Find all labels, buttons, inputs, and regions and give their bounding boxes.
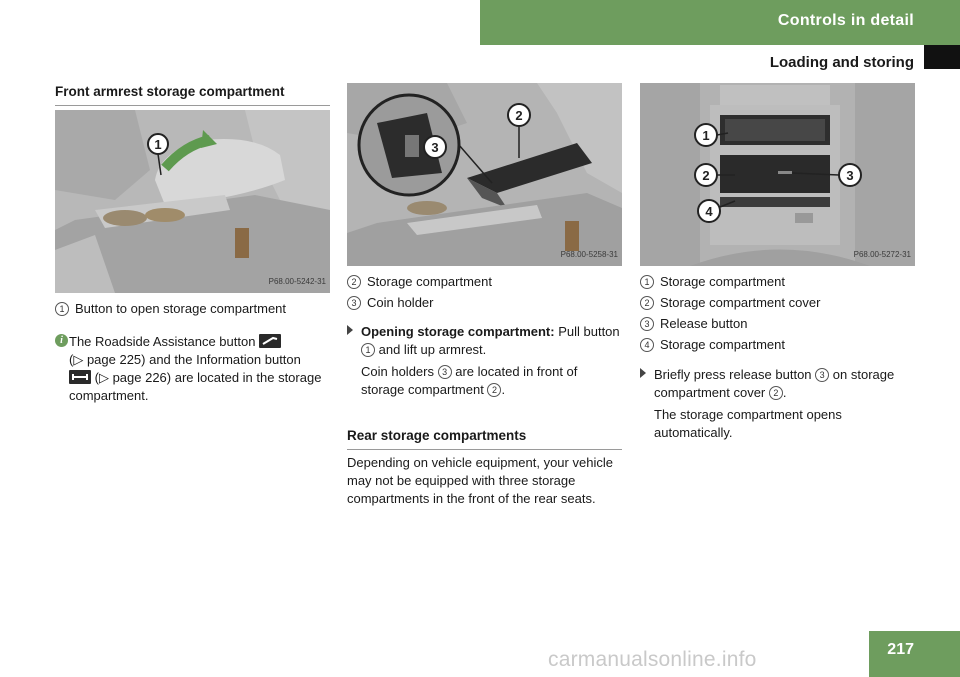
figure3-callout-2: 2: [702, 168, 709, 183]
step-text: and lift up armrest.: [378, 342, 487, 357]
callout-number: 2: [640, 296, 654, 310]
opening-step: Opening storage compartment: Pull button…: [347, 323, 622, 403]
callout-number: 3: [437, 365, 452, 379]
info-icon: i: [55, 334, 68, 347]
figure2-callout-3: 3: [431, 140, 438, 155]
step-note: Coin holders: [361, 364, 434, 379]
legend-item: 2 Storage compartment: [347, 273, 622, 294]
front-armrest-figure: 1 P68.00-5242-31: [55, 110, 330, 293]
storage-compartment-illustration: 2 3: [347, 83, 622, 266]
legend-label: Storage compartment: [660, 337, 786, 352]
legend-label: Coin holder: [367, 295, 434, 310]
figure-code: P68.00-5272-31: [853, 250, 911, 259]
callout-number: 2: [768, 386, 783, 400]
information-button-icon: [69, 370, 91, 384]
callout-number: 1: [640, 275, 654, 289]
legend-label: Storage compartment cover: [660, 295, 821, 310]
page-number-box: [869, 631, 960, 677]
step-text: Briefly press release button: [654, 367, 812, 382]
legend-item: 2 Storage compartment cover: [640, 294, 915, 315]
step-note: are located in front of storage compartm…: [361, 364, 578, 397]
roadside-assistance-button-icon: [259, 334, 282, 348]
callout-number: 1: [55, 302, 69, 316]
page-number: 217: [887, 641, 914, 658]
figure-code: P68.00-5258-31: [560, 250, 618, 259]
legend-label: Release button: [660, 316, 748, 331]
callout-number: 1: [361, 343, 375, 357]
callout-number: 3: [640, 317, 654, 331]
step-note: .: [501, 382, 506, 397]
figure3-callout-3: 3: [846, 168, 853, 183]
callout-number: 4: [640, 338, 654, 352]
legend-label: Storage compartment: [367, 274, 493, 289]
figure3-callout-4: 4: [705, 204, 713, 219]
callout-number: 3: [347, 296, 361, 310]
step-text: on storage compartment cover: [654, 367, 895, 400]
step-arrow-icon: [640, 368, 646, 378]
legend-item: 1 Storage compartment: [640, 273, 915, 294]
info-text-1: The Roadside Assistance button: [69, 334, 256, 349]
rear-storage-figure: 1 2 3 4 P68.00-5272-31: [640, 83, 915, 266]
chapter-tab: [924, 45, 960, 69]
info-note: i The Roadside Assistance button (▷ page…: [55, 333, 330, 405]
step-title: Opening storage compartment:: [361, 324, 555, 339]
legend-label: Storage compartment: [660, 274, 786, 289]
rear-storage-paragraph: Depending on vehicle equipment, your veh…: [347, 455, 613, 506]
figure2-callout-2: 2: [515, 108, 522, 123]
callout-number: 2: [347, 275, 361, 289]
front-armrest-illustration: 1: [55, 110, 330, 293]
header-band: [480, 0, 960, 45]
section-title: Controls in detail: [777, 12, 914, 29]
info-text-2: (▷ page 225) and the Information button: [69, 352, 301, 367]
legend-item: 3 Release button: [640, 315, 915, 336]
subsection-title: Loading and storing: [769, 54, 914, 71]
step-text: .: [782, 385, 787, 400]
info-text-3: (▷ page 226) are located in the storage …: [69, 370, 322, 403]
watermark: carmanualsonline.info: [548, 648, 757, 671]
step-result: The storage compartment opens automatica…: [654, 407, 842, 440]
release-step: Briefly press release button 3 on storag…: [640, 366, 918, 446]
figure1-callout-1: 1: [154, 137, 161, 152]
rear-storage-heading: Rear storage compartments: [347, 427, 622, 450]
front-armrest-legend: 1 Button to open storage compartment: [55, 300, 330, 321]
legend-label: Button to open storage compartment: [75, 301, 287, 316]
legend-item: 1 Button to open storage compartment: [55, 300, 330, 321]
rear-storage-illustration: 1 2 3 4: [640, 83, 915, 266]
storage-compartment-figure: 2 3 P68.00-5258-31: [347, 83, 622, 266]
legend-item: 3 Coin holder: [347, 294, 622, 315]
step-arrow-icon: [347, 325, 353, 335]
legend-item: 4 Storage compartment: [640, 336, 915, 357]
figure3-callout-1: 1: [702, 128, 709, 143]
front-armrest-heading: Front armrest storage compartment: [55, 83, 330, 106]
storage-compartment-legend: 2 Storage compartment 3 Coin holder: [347, 273, 622, 315]
callout-number: 2: [487, 383, 502, 397]
figure-code: P68.00-5242-31: [268, 277, 326, 286]
callout-number: 3: [815, 368, 830, 382]
step-text: Pull button: [558, 324, 620, 339]
